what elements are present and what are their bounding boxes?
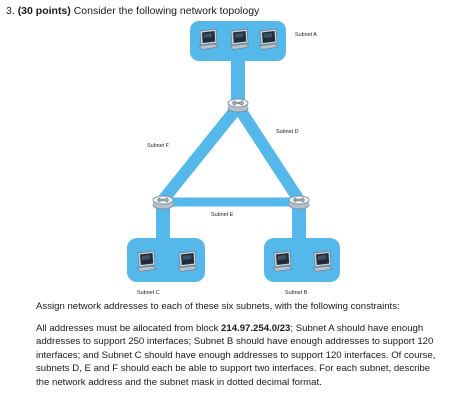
computer-icon	[177, 250, 198, 272]
router-links	[157, 102, 305, 207]
subnet-d-label: Subnet D	[276, 129, 299, 135]
router-icon	[288, 195, 310, 210]
subnet-c-lan	[127, 206, 205, 282]
question-points: (30 points)	[17, 5, 71, 17]
subnet-f-link	[157, 102, 243, 206]
question-number: 3.	[6, 5, 15, 17]
question-prompt: Consider the following network topology	[73, 5, 260, 17]
constraint-text-rest: ; Subnet A should have enough addresses …	[36, 323, 436, 388]
computer-icon	[258, 28, 279, 50]
computer-icon	[198, 28, 219, 50]
instructions-paragraph-1: Assign network addresses to each of thes…	[36, 301, 400, 312]
instructions-paragraph-2: All addresses must be allocated from blo…	[36, 322, 446, 389]
question-heading: 3. (30 points) Consider the following ne…	[6, 5, 259, 17]
subnet-f-label: Subnet F	[147, 143, 170, 149]
computer-icon	[229, 28, 250, 50]
router-icon	[227, 98, 249, 113]
address-block: 214.97.254.0/23	[221, 323, 291, 334]
subnet-e-label: Subnet E	[211, 212, 234, 218]
computer-icon	[272, 250, 293, 272]
subnet-b-label: Subnet B	[285, 290, 308, 296]
subnet-c-label: Subnet C	[137, 290, 160, 296]
constraint-text-start: All addresses must be allocated from blo…	[36, 323, 222, 334]
subnet-a-label: Subnet A	[295, 32, 317, 38]
router-icon	[152, 195, 174, 210]
computer-icon	[312, 250, 333, 272]
computer-icon	[136, 250, 157, 272]
network-topology-diagram: Subnet A Subnet D Subnet F Subnet E Subn…	[127, 21, 340, 296]
subnet-d-link	[233, 102, 305, 206]
